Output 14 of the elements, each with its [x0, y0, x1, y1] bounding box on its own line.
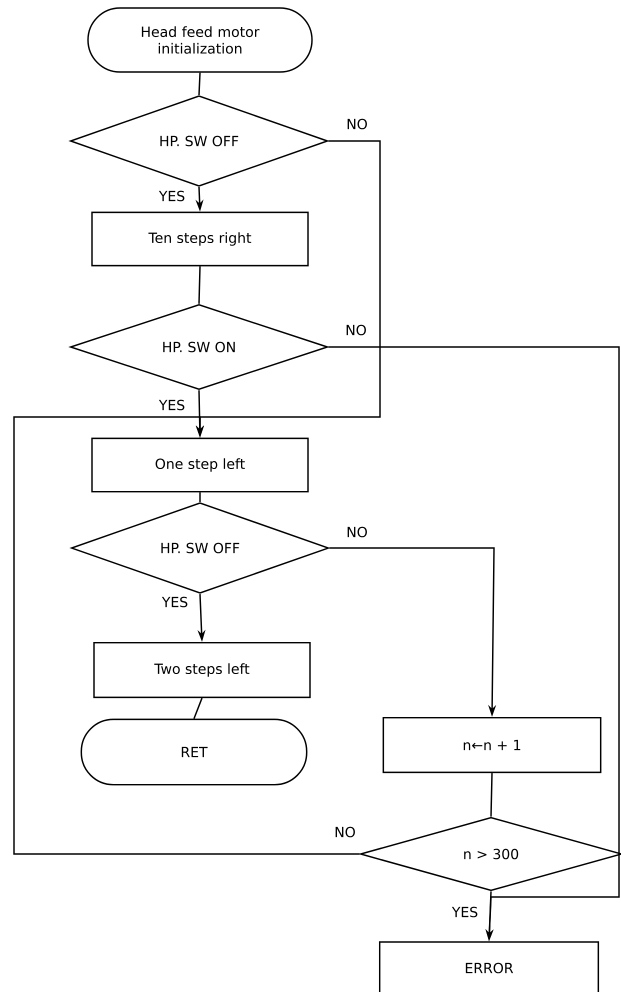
edge-label: NO	[336, 826, 355, 838]
edge-label: YES	[158, 190, 184, 202]
edge-label: YES	[452, 906, 478, 918]
process-box: Two steps left	[93, 642, 311, 698]
edge-label: YES	[162, 596, 188, 608]
edge-label: YES	[158, 400, 184, 410]
process-box: ERROR	[378, 941, 600, 992]
edge-label: NO	[346, 324, 366, 336]
edge-label: NO	[348, 526, 367, 538]
process-box: n←n + 1	[382, 716, 602, 774]
edge-label: NO	[348, 118, 367, 130]
process-box: One step left	[91, 438, 309, 492]
process-box: Ten steps right	[91, 212, 309, 266]
arrow	[13, 416, 360, 855]
